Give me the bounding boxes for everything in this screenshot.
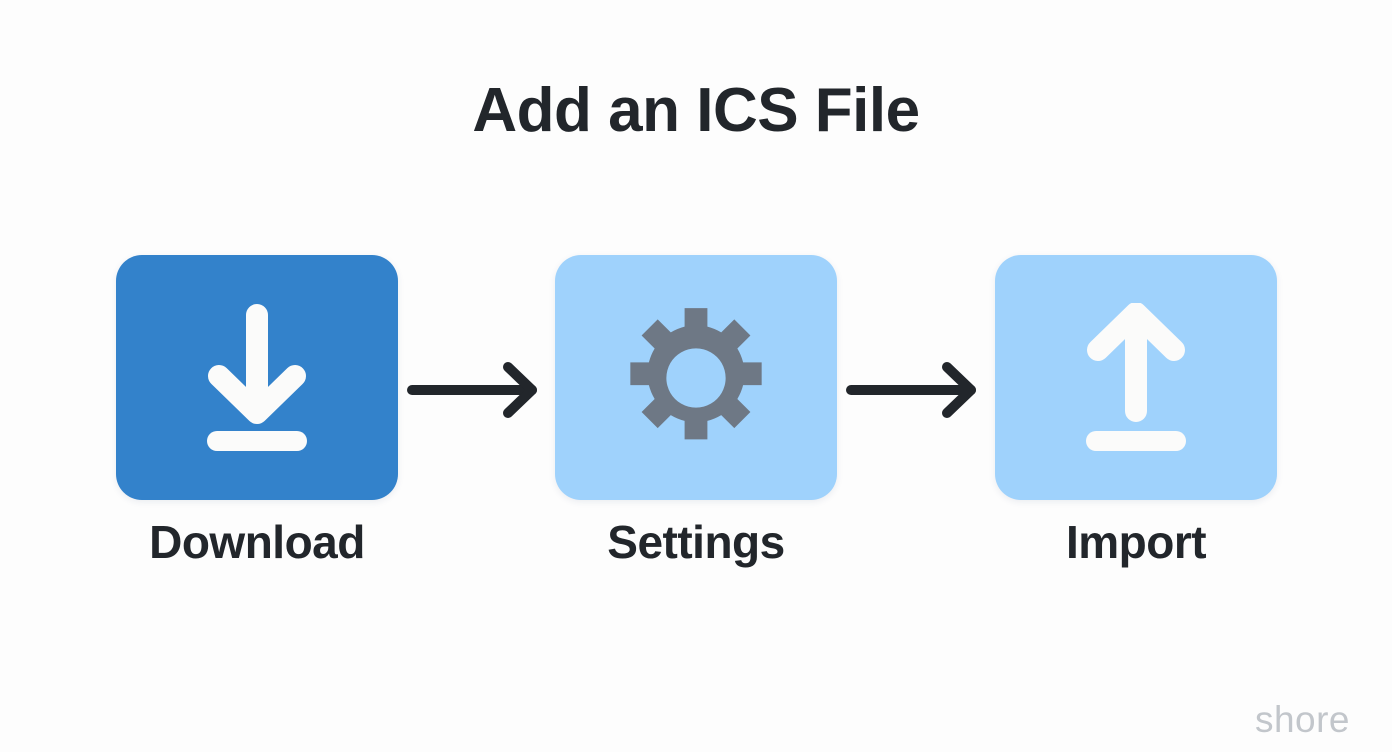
- flow-step-settings[interactable]: Settings: [555, 255, 837, 568]
- download-icon: [116, 255, 398, 500]
- step-label-download: Download: [149, 516, 365, 568]
- flow-step-import[interactable]: Import: [995, 255, 1277, 568]
- import-card[interactable]: [995, 255, 1277, 500]
- watermark-logo: shore: [1254, 699, 1350, 740]
- flow-step-download[interactable]: Download: [116, 255, 398, 568]
- gear-icon: [555, 255, 837, 500]
- page-title: Add an ICS File: [472, 76, 920, 145]
- step-label-settings: Settings: [607, 516, 785, 568]
- upload-icon: [995, 255, 1277, 500]
- step-label-import: Import: [1065, 516, 1207, 568]
- arrow-right-icon: [404, 360, 554, 420]
- download-card[interactable]: [116, 255, 398, 500]
- flow-diagram: Download Settings: [0, 255, 1392, 585]
- arrow-right-icon: [843, 360, 993, 420]
- settings-card[interactable]: [555, 255, 837, 500]
